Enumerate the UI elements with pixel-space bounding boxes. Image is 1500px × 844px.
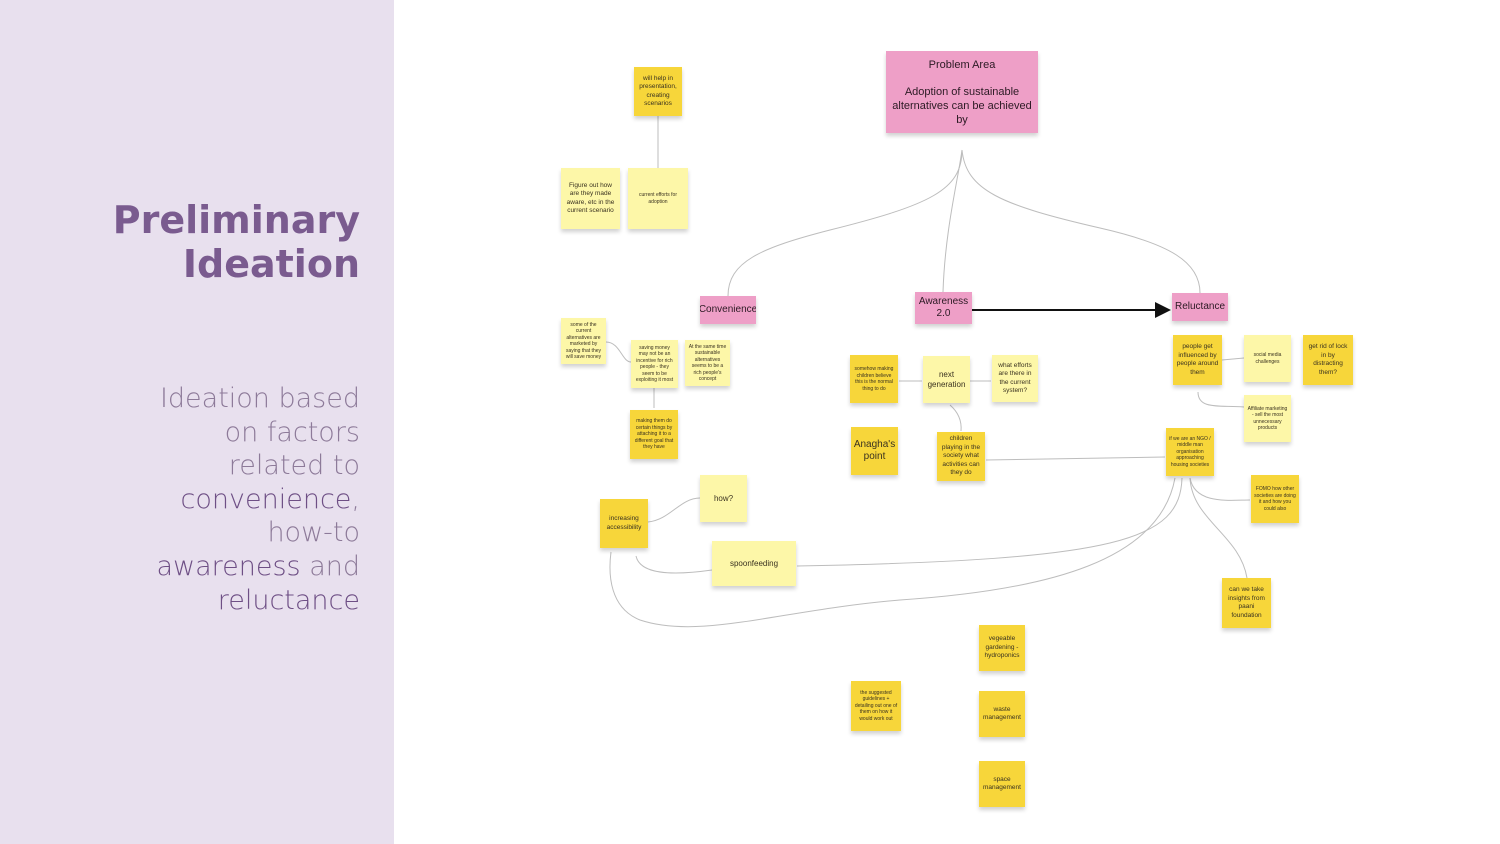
note-saving-money[interactable]: saving money may not be an incentive for… [631,340,678,388]
subtitle-highlight-reluctance: reluctance [217,584,360,616]
note-figure-out[interactable]: Figure out how are they made aware, etc … [561,168,620,229]
note-lock-in[interactable]: get rid of lock in by distracting them? [1303,335,1353,385]
note-next-generation[interactable]: next generation [923,356,970,403]
subtitle-line: Ideation based [159,383,360,414]
note-space-management[interactable]: space management [979,761,1025,807]
slide-title: Preliminary Ideation [20,198,360,286]
subtitle-line: how-to [267,517,360,549]
note-attaching-goal[interactable]: making them do certain things by attachi… [630,410,678,459]
note-how[interactable]: how? [700,475,747,522]
title-line-2: Ideation [182,242,360,286]
subtitle-punct: , [351,483,360,515]
note-vegetable-gardening[interactable]: vegeable gardening - hydroponics [979,625,1025,671]
subtitle-and: and [300,550,360,582]
note-increasing-accessibility[interactable]: increasing accessibility [600,499,648,548]
problem-area-note[interactable]: Problem Area Adoption of sustainable alt… [886,51,1038,133]
note-paani[interactable]: can we take insights from paani foundati… [1222,578,1271,628]
note-anagha-point[interactable]: Anagha's point [851,427,898,475]
note-fomo[interactable]: FOMO how other societies are doing it an… [1251,475,1299,523]
note-children-playing[interactable]: children playing in the society what act… [937,432,985,481]
problem-area-text: Adoption of sustainable alternatives can… [892,85,1032,126]
subtitle-highlight-convenience: convenience [180,483,352,515]
note-guidelines[interactable]: the suggested guidelines + detailing out… [851,681,901,731]
note-social-media[interactable]: social media challenges [1244,335,1291,382]
note-children-normal[interactable]: somehow making children believe this is … [850,355,898,403]
note-efforts-system[interactable]: what efforts are there in the current sy… [992,355,1038,402]
category-awareness[interactable]: Awareness 2.0 [915,292,972,324]
note-spoonfeeding[interactable]: spoonfeeding [712,541,796,586]
note-waste-management[interactable]: waste management [979,691,1025,737]
subtitle-line: convenience, [20,483,360,517]
subtitle-line: on factors [224,416,360,448]
note-affiliate[interactable]: Affiliate marketing - sell the most unne… [1244,395,1291,442]
left-panel: Preliminary Ideation Ideation based on f… [0,0,394,844]
subtitle-highlight-awareness: awareness [156,550,301,582]
category-convenience[interactable]: Convenience [700,296,756,324]
note-influenced[interactable]: people get influenced by people around t… [1173,335,1222,385]
note-current-efforts[interactable]: current efforts for adoption [628,168,688,229]
note-ngo[interactable]: if we are an NGO / middle man organisati… [1166,428,1214,476]
subtitle-line: related to [228,450,360,482]
note-same-time[interactable]: At the same time sustainable alternative… [685,340,730,386]
title-line-1: Preliminary [112,198,360,242]
note-marketed[interactable]: some of the current alternatives are mar… [561,318,606,364]
subtitle-line: awareness and [20,550,360,584]
subtitle-line: reluctance [20,584,360,618]
problem-area-heading: Problem Area [928,58,996,71]
note-presentation[interactable]: will help in presentation, creating scen… [634,67,682,116]
category-reluctance[interactable]: Reluctance [1172,293,1228,321]
slide-subtitle: Ideation based on factors related to con… [20,382,360,617]
